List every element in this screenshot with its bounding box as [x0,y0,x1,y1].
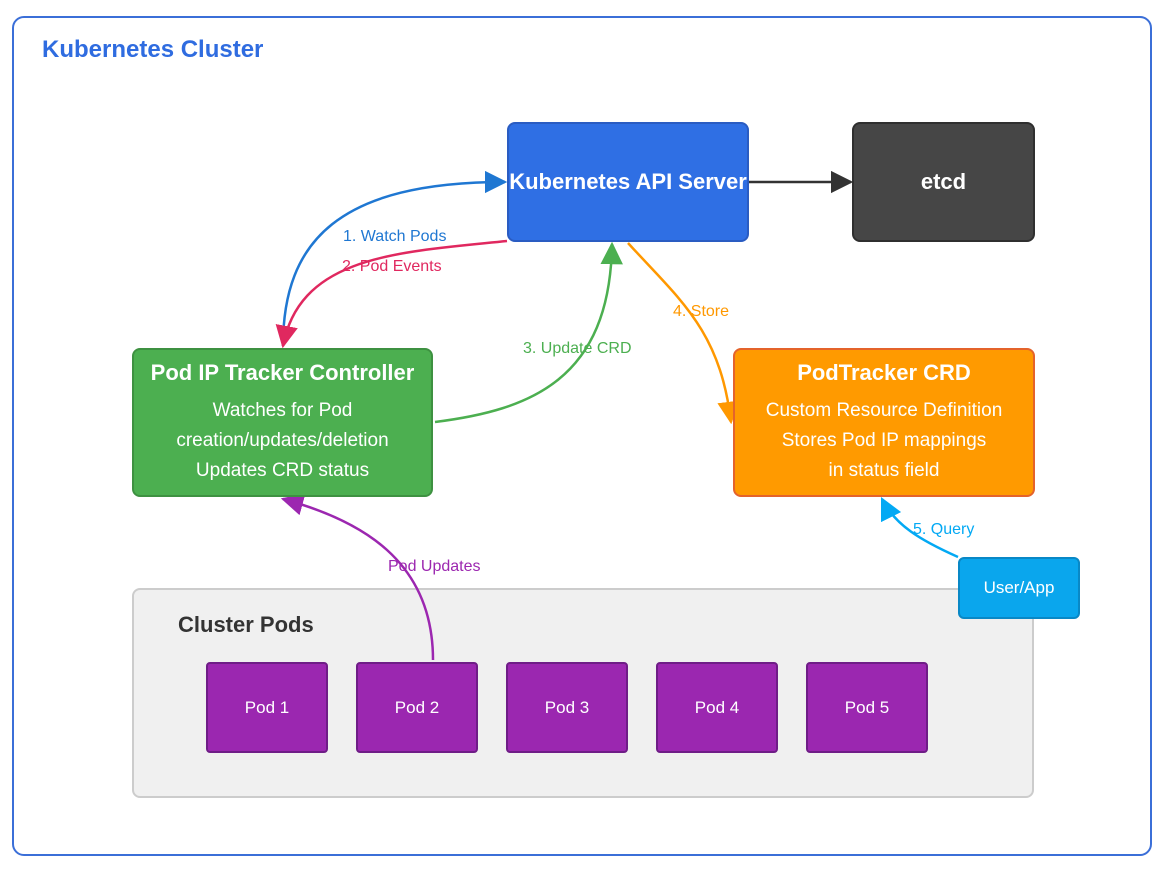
api-server-node: Kubernetes API Server [507,122,749,242]
api-server-title: Kubernetes API Server [509,169,747,194]
etcd-title: etcd [920,169,967,194]
pod-events-edge [275,239,508,349]
pod-updates-label: Pod Updates [388,558,481,575]
cluster-pods-title: Cluster Pods [178,612,314,637]
controller-node: Pod IP Tracker Controller Watches for Po… [132,348,433,497]
query-label: 5. Query [913,521,975,538]
controller-line: Updates CRD status [195,459,370,481]
pod-2: Pod 2 [356,662,478,753]
user-app-node: User/App [958,557,1080,619]
update-crd-label: 3. Update CRD [523,340,632,357]
etcd-node: etcd [852,122,1035,242]
pod-5: Pod 5 [806,662,928,753]
crd-title: PodTracker CRD [797,359,971,385]
watch-pods-edge [281,170,508,347]
cluster-title: Kubernetes Cluster [42,36,264,63]
pod-events-label: 2. Pod Events [342,258,442,275]
store-label: 4. Store [673,303,730,320]
pod-1: Pod 1 [206,662,328,753]
watch-pods-label: 1. Watch Pods [343,228,447,245]
pod-4: Pod 4 [656,662,778,753]
crd-line: Custom Resource Definition [765,399,1003,421]
controller-title: Pod IP Tracker Controller [150,359,415,385]
crd-line: Stores Pod IP mappings [781,429,987,451]
store-edge [627,242,740,425]
pod-3: Pod 3 [506,662,628,753]
controller-line: creation/updates/deletion [176,429,389,451]
cluster-boundary [12,16,1152,856]
update-crd-edge [434,241,623,424]
pod-updates-edge [280,493,435,661]
controller-line: Watches for Pod [212,399,353,421]
query-edge [880,496,959,559]
crd-node: PodTracker CRD Custom Resource Definitio… [733,348,1035,497]
crd-line: in status field [828,459,940,481]
